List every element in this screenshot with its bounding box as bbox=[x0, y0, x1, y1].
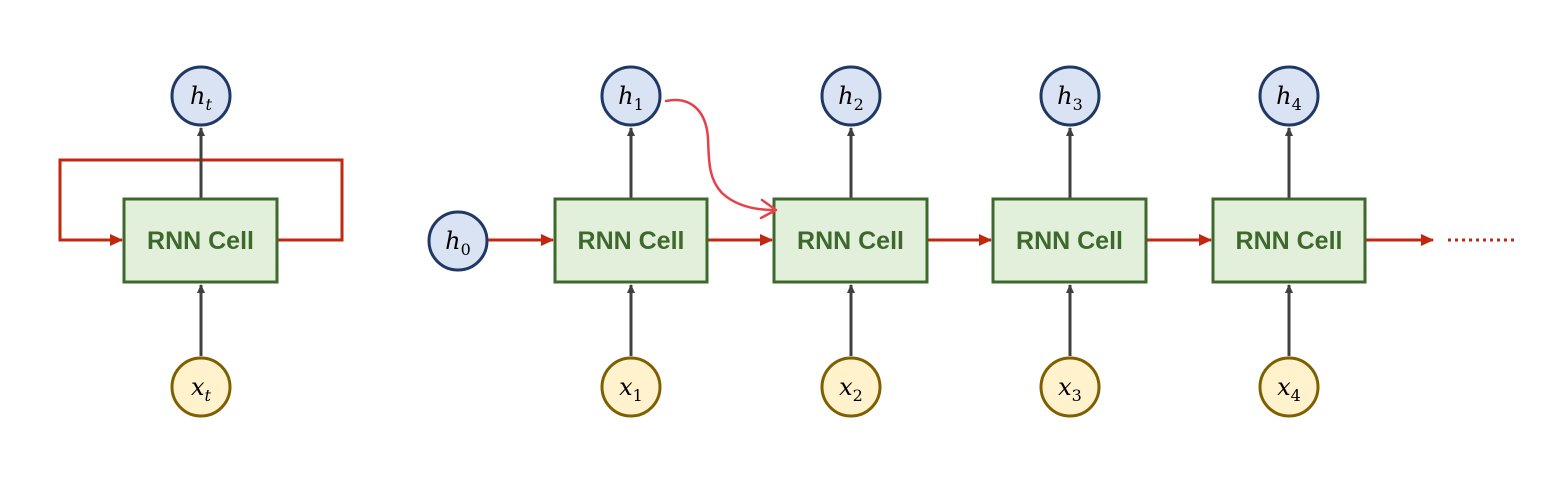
input-node: x2 bbox=[820, 356, 882, 418]
hidden-state-subscript: 4 bbox=[1292, 95, 1302, 114]
svg-text:h2: h2 bbox=[838, 82, 864, 114]
initial-hidden-subscript: 0 bbox=[461, 240, 471, 259]
rnn-cell-label: RNN Cell bbox=[578, 227, 685, 255]
svg-text:x1: x1 bbox=[619, 373, 643, 405]
input-symbol: x bbox=[839, 373, 853, 401]
hidden-state-subscript: 2 bbox=[854, 95, 864, 114]
svg-text:h3: h3 bbox=[1057, 82, 1083, 114]
unrolled-rnn: h0 RNN Cell h1 bbox=[427, 65, 1514, 418]
input-subscript: 1 bbox=[633, 386, 643, 405]
svg-text:h1: h1 bbox=[618, 82, 644, 114]
svg-text:x3: x3 bbox=[1058, 373, 1082, 405]
time-step-3: RNN Cell h3 x3 bbox=[991, 65, 1148, 418]
handdrawn-annotation-arrow bbox=[664, 98, 778, 220]
hidden-state-subscript: 1 bbox=[634, 95, 644, 114]
rnn-cell: RNN Cell bbox=[122, 197, 279, 284]
svg-text:h0: h0 bbox=[445, 227, 471, 259]
rnn-cell-label: RNN Cell bbox=[797, 227, 904, 255]
rnn-cell: RNN Cell bbox=[772, 197, 929, 284]
input-node: x4 bbox=[1258, 356, 1320, 418]
input-node: x3 bbox=[1039, 356, 1101, 418]
svg-text:xt: xt bbox=[191, 373, 212, 405]
initial-hidden-node: h0 bbox=[427, 210, 489, 272]
rnn-cell: RNN Cell bbox=[991, 197, 1148, 284]
hidden-state-subscript: t bbox=[206, 95, 213, 114]
svg-text:x4: x4 bbox=[1277, 373, 1301, 405]
input-symbol: x bbox=[191, 373, 205, 401]
rnn-cell-label: RNN Cell bbox=[1236, 227, 1343, 255]
hidden-state-node: h4 bbox=[1258, 65, 1320, 127]
rnn-cell-label: RNN Cell bbox=[1016, 227, 1123, 255]
hidden-state-node: h2 bbox=[820, 65, 882, 127]
hidden-state-symbol: h bbox=[618, 82, 633, 110]
input-subscript: 3 bbox=[1072, 386, 1082, 405]
time-step-1: RNN Cell h1 x1 bbox=[553, 65, 709, 418]
rnn-cell-label: RNN Cell bbox=[147, 227, 254, 255]
hidden-state-node: ht bbox=[170, 65, 232, 127]
time-step-4: RNN Cell h4 x4 bbox=[1211, 65, 1367, 418]
hidden-state-symbol: h bbox=[190, 82, 205, 110]
hidden-state-node: h3 bbox=[1039, 65, 1101, 127]
svg-text:ht: ht bbox=[190, 82, 212, 114]
hidden-state-node: h1 bbox=[600, 65, 662, 127]
input-subscript: t bbox=[205, 386, 212, 405]
time-step-2: RNN Cell h2 x2 bbox=[772, 65, 929, 418]
folded-rnn: RNN Cell ht xt bbox=[58, 65, 344, 418]
hidden-state-symbol: h bbox=[1057, 82, 1072, 110]
input-node: x1 bbox=[600, 356, 662, 418]
input-node: xt bbox=[170, 356, 232, 418]
svg-text:h4: h4 bbox=[1276, 82, 1302, 114]
initial-hidden-symbol: h bbox=[445, 227, 460, 255]
rnn-cell: RNN Cell bbox=[553, 197, 709, 284]
hidden-state-symbol: h bbox=[1276, 82, 1291, 110]
input-symbol: x bbox=[1277, 373, 1291, 401]
input-symbol: x bbox=[1058, 373, 1072, 401]
input-symbol: x bbox=[619, 373, 633, 401]
rnn-cell: RNN Cell bbox=[1211, 197, 1367, 284]
hidden-state-symbol: h bbox=[838, 82, 853, 110]
hidden-state-subscript: 3 bbox=[1073, 95, 1083, 114]
input-subscript: 2 bbox=[853, 386, 863, 405]
input-subscript: 4 bbox=[1291, 386, 1301, 405]
svg-text:x2: x2 bbox=[839, 373, 863, 405]
